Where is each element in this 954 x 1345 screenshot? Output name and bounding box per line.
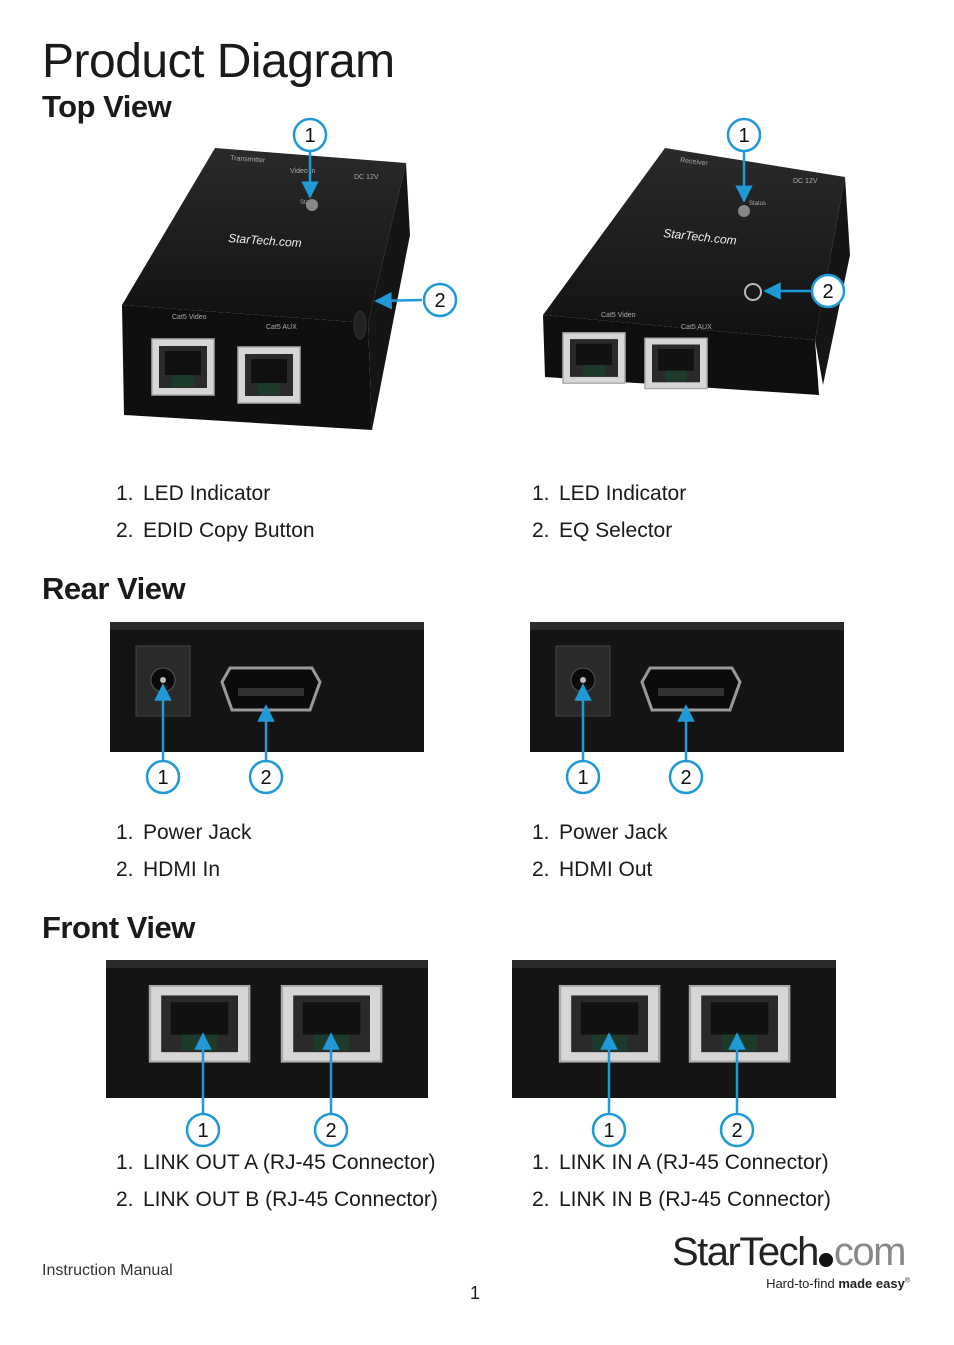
top-view-right-list: 1.LED Indicator 2.EQ Selector — [532, 483, 686, 557]
callout-number-1: 1 — [577, 767, 588, 789]
list-item: 2.EQ Selector — [532, 519, 673, 542]
section-heading-front-view: Front View — [42, 910, 195, 945]
rear-view-left-figure: 1 2 — [110, 620, 430, 800]
top-view-left-list: 1.LED Indicator 2.EDID Copy Button — [116, 483, 315, 557]
list-item: 2.LINK IN B (RJ-45 Connector) — [532, 1188, 831, 1211]
rj45-port-icon — [644, 337, 708, 390]
front-view-right-figure: 1 2 — [512, 958, 842, 1148]
callout-number-1: 1 — [157, 767, 168, 789]
led-indicator-icon — [306, 199, 318, 211]
port-a-label: Cat5 Video — [601, 312, 636, 319]
page-title: Product Diagram — [42, 35, 395, 88]
device-model-label: Receiver — [680, 157, 709, 167]
list-item: 2.HDMI Out — [532, 858, 653, 881]
rear-view-right-figure: 1 2 — [530, 620, 850, 800]
rear-view-right-list: 1.Power Jack 2.HDMI Out — [532, 822, 668, 896]
startech-logo: StarTech com Hard-to-find made easy® — [672, 1232, 912, 1291]
port-b-label: Cat5 AUX — [681, 324, 712, 331]
device-top-surface — [122, 148, 406, 323]
list-item: 1.LED Indicator — [116, 482, 271, 505]
list-item: 2.LINK OUT B (RJ-45 Connector) — [116, 1188, 438, 1211]
list-item: 1.LED Indicator — [532, 482, 687, 505]
top-view-receiver-figure: Receiver DC 12V Status StarTech.com Cat5… — [535, 115, 855, 395]
callout-circle-2 — [422, 282, 458, 318]
callout-circle-1 — [591, 1112, 627, 1148]
callout-circle-1 — [565, 759, 601, 795]
footer-doc-type: Instruction Manual — [42, 1262, 173, 1279]
list-item: 1.LINK OUT A (RJ-45 Connector) — [116, 1151, 436, 1174]
callout-number-2: 2 — [434, 290, 445, 312]
rj45-port-icon — [148, 984, 251, 1063]
device-model-label: Transmitter — [230, 155, 266, 164]
rj45-port-icon — [688, 984, 791, 1063]
rj45-port-icon — [237, 346, 301, 404]
callout-number-2: 2 — [731, 1120, 742, 1142]
led-indicator-icon — [738, 205, 750, 217]
device-video-in-label: Video In — [290, 168, 316, 175]
callout-circle-2 — [248, 759, 284, 795]
eq-selector-icon — [744, 283, 762, 301]
callout-circle-1 — [292, 117, 328, 153]
callout-circle-1 — [726, 117, 762, 153]
top-view-transmitter-figure: Transmitter Video In DC 12V Status StarT… — [110, 115, 460, 435]
device-dc-label: DC 12V — [793, 178, 818, 185]
port-b-label: Cat5 AUX — [266, 324, 297, 331]
front-view-left-figure: 1 2 — [106, 958, 436, 1148]
logo-dot-icon — [818, 1253, 833, 1267]
rj45-port-icon — [151, 338, 215, 396]
logo-tagline: Hard-to-find made easy® — [766, 1276, 910, 1291]
callout-circle-1 — [145, 759, 181, 795]
rj45-port-icon — [562, 332, 626, 384]
callout-number-1: 1 — [197, 1120, 208, 1142]
front-view-right-list: 1.LINK IN A (RJ-45 Connector) 2.LINK IN … — [532, 1152, 831, 1226]
logo-dot-com: com — [833, 1230, 907, 1274]
list-item: 2.HDMI In — [116, 858, 221, 881]
section-heading-rear-view: Rear View — [42, 571, 186, 606]
rear-view-left-list: 1.Power Jack 2.HDMI In — [116, 822, 252, 896]
callout-number-1: 1 — [304, 125, 315, 147]
edid-copy-button — [353, 310, 367, 340]
device-dc-label: DC 12V — [354, 174, 379, 181]
list-item: 2.EDID Copy Button — [116, 519, 315, 542]
list-item: 1.Power Jack — [116, 821, 252, 844]
section-heading-top-view: Top View — [42, 89, 172, 124]
callout-number-2: 2 — [260, 767, 271, 789]
callout-arrow-2 — [374, 291, 423, 310]
front-view-left-list: 1.LINK OUT A (RJ-45 Connector) 2.LINK OU… — [116, 1152, 438, 1226]
page-number: 1 — [470, 1283, 481, 1303]
list-item: 1.Power Jack — [532, 821, 668, 844]
callout-circle-2 — [313, 1112, 349, 1148]
callout-number-1: 1 — [738, 125, 749, 147]
device-brand-label: StarTech.com — [228, 231, 302, 250]
device-status-label: Status — [749, 201, 766, 207]
device-top-surface — [543, 148, 845, 340]
port-a-label: Cat5 Video — [172, 314, 207, 321]
callout-circle-2 — [719, 1112, 755, 1148]
callout-circle-1 — [185, 1112, 221, 1148]
callout-number-2: 2 — [325, 1120, 336, 1142]
callout-number-1: 1 — [603, 1120, 614, 1142]
callout-circle-2 — [810, 273, 846, 309]
list-item: 1.LINK IN A (RJ-45 Connector) — [532, 1151, 829, 1174]
callout-circle-2 — [668, 759, 704, 795]
logo-main-text: StarTech — [672, 1230, 819, 1274]
callout-number-2: 2 — [680, 767, 691, 789]
callout-number-2: 2 — [822, 281, 833, 303]
